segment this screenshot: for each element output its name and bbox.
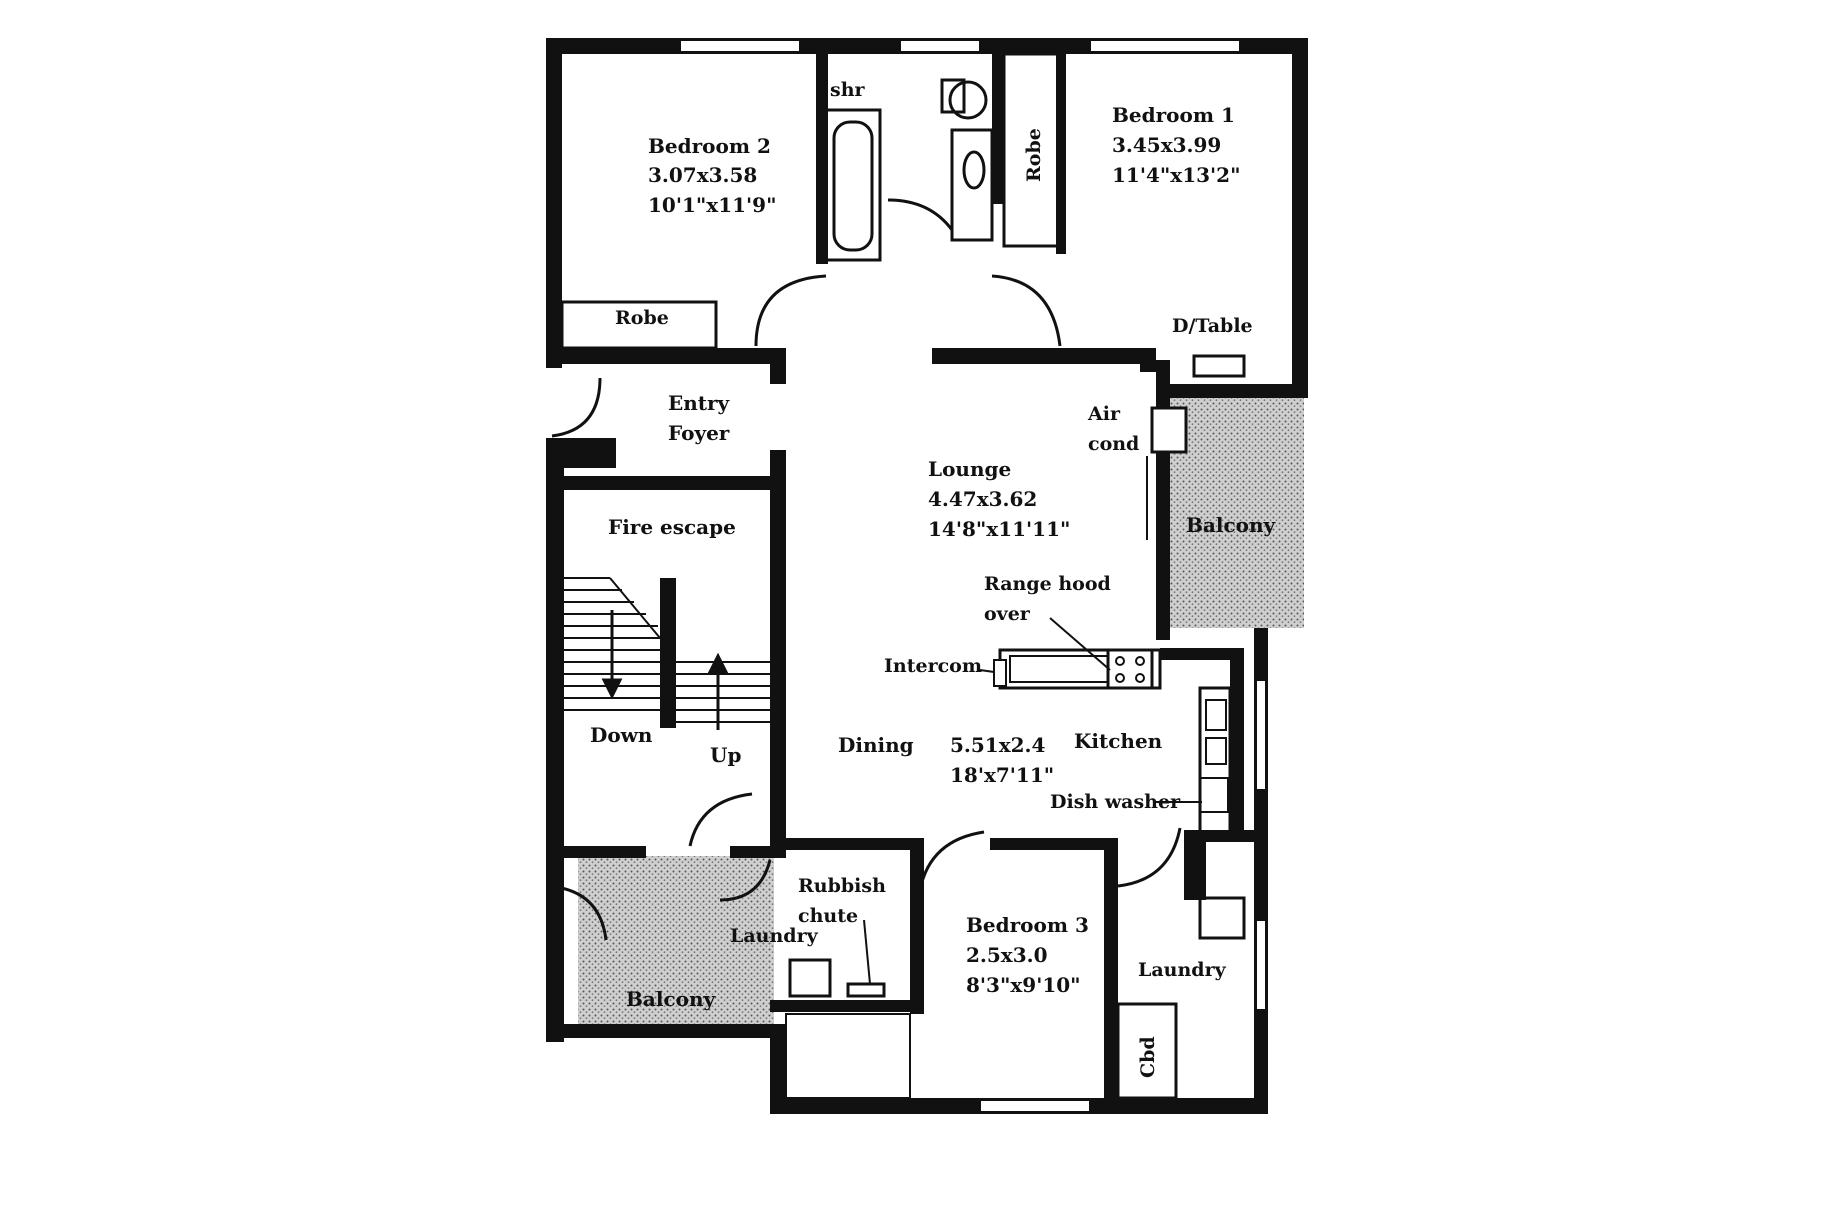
svg-text:chute: chute <box>798 905 858 927</box>
laundry-right-tub <box>1198 896 1246 940</box>
svg-text:8'3"x9'10": 8'3"x9'10" <box>966 973 1081 997</box>
kitchen-bench <box>993 648 1232 840</box>
svg-text:4.47x3.62: 4.47x3.62 <box>928 487 1037 511</box>
vanity <box>950 128 994 242</box>
stairs-down-label: Down <box>590 723 653 747</box>
fire-escape-label: Fire escape <box>608 515 736 539</box>
door-swings <box>547 274 1182 941</box>
rubbish-chute-label: Rubbish chute <box>798 875 886 927</box>
dressing-table <box>1192 354 1246 378</box>
svg-text:Bedroom 2: Bedroom 2 <box>648 134 771 158</box>
bedroom3-label: Bedroom 3 2.5x3.0 8'3"x9'10" <box>966 913 1089 997</box>
svg-text:14'8"x11'11": 14'8"x11'11" <box>928 517 1070 541</box>
stairs-up-label: Up <box>710 743 741 767</box>
entry-foyer-label: Entry Foyer <box>668 391 731 445</box>
svg-text:over: over <box>984 603 1031 625</box>
robe-bedroom1-label: Robe <box>1023 128 1045 182</box>
svg-text:3.07x3.58: 3.07x3.58 <box>648 163 757 187</box>
dtable-label: D/Table <box>1172 315 1253 337</box>
air-cond-unit <box>1150 406 1188 454</box>
kitchen-label: Kitchen <box>1074 729 1163 753</box>
interior-walls <box>546 54 1268 1114</box>
stair-arrows <box>601 610 729 730</box>
windows <box>679 39 1267 1113</box>
lounge-label: Lounge 4.47x3.62 14'8"x11'11" <box>928 457 1070 541</box>
air-cond-label: Air cond <box>1087 403 1139 455</box>
robe-bedroom1 <box>1002 52 1060 248</box>
dining-label: Dining <box>838 733 914 757</box>
balcony-left-area <box>578 856 774 1034</box>
svg-text:5.51x2.4: 5.51x2.4 <box>950 733 1046 757</box>
svg-text:3.45x3.99: 3.45x3.99 <box>1112 133 1221 157</box>
balcony-left-label: Balcony <box>626 987 717 1011</box>
svg-text:Range hood: Range hood <box>984 573 1111 595</box>
laundry-right-label: Laundry <box>1138 959 1227 981</box>
bedroom1-label: Bedroom 1 3.45x3.99 11'4"x13'2" <box>1112 103 1241 187</box>
dining-kitchen-dimensions: 5.51x2.4 18'x7'11" <box>950 733 1054 787</box>
bathroom-fixtures: shr <box>824 78 994 262</box>
svg-text:cond: cond <box>1088 433 1139 455</box>
bedroom2-label: Bedroom 2 3.07x3.58 10'1"x11'9" <box>648 134 777 217</box>
toilet <box>948 80 988 120</box>
shr-label: shr <box>830 79 866 101</box>
cooktop <box>1106 648 1154 690</box>
svg-text:18'x7'11": 18'x7'11" <box>950 763 1054 787</box>
bathtub <box>824 108 882 262</box>
svg-text:Bedroom 1: Bedroom 1 <box>1112 103 1235 127</box>
laundry-left-tub <box>788 958 832 998</box>
cbd-unit <box>1116 1002 1178 1100</box>
intercom-label: Intercom <box>884 655 982 677</box>
dish-washer-label: Dish washer <box>1050 791 1181 813</box>
svg-text:Foyer: Foyer <box>668 421 730 445</box>
svg-text:Lounge: Lounge <box>928 457 1011 481</box>
svg-text:11'4"x13'2": 11'4"x13'2" <box>1112 163 1241 187</box>
svg-text:2.5x3.0: 2.5x3.0 <box>966 943 1048 967</box>
robe-bedroom2 <box>560 300 718 350</box>
balcony-right-area <box>1170 398 1304 628</box>
laundry-left-label: Laundry <box>730 925 819 947</box>
range-hood-label: Range hood over <box>984 573 1111 625</box>
sink <box>1205 699 1227 731</box>
svg-text:Rubbish: Rubbish <box>798 875 886 897</box>
svg-text:10'1"x11'9": 10'1"x11'9" <box>648 193 777 217</box>
cbd-label: Cbd <box>1137 1036 1159 1078</box>
svg-text:Bedroom 3: Bedroom 3 <box>966 913 1089 937</box>
rubbish-chute <box>846 982 886 998</box>
dishwasher <box>1199 777 1229 813</box>
balcony-right-label: Balcony <box>1186 513 1277 537</box>
laundry-left-sub <box>785 1013 911 1099</box>
intercom-unit <box>993 659 1007 687</box>
svg-text:Air: Air <box>1087 403 1121 425</box>
robe-bedroom2-label: Robe <box>615 307 669 329</box>
svg-text:Entry: Entry <box>668 391 731 415</box>
